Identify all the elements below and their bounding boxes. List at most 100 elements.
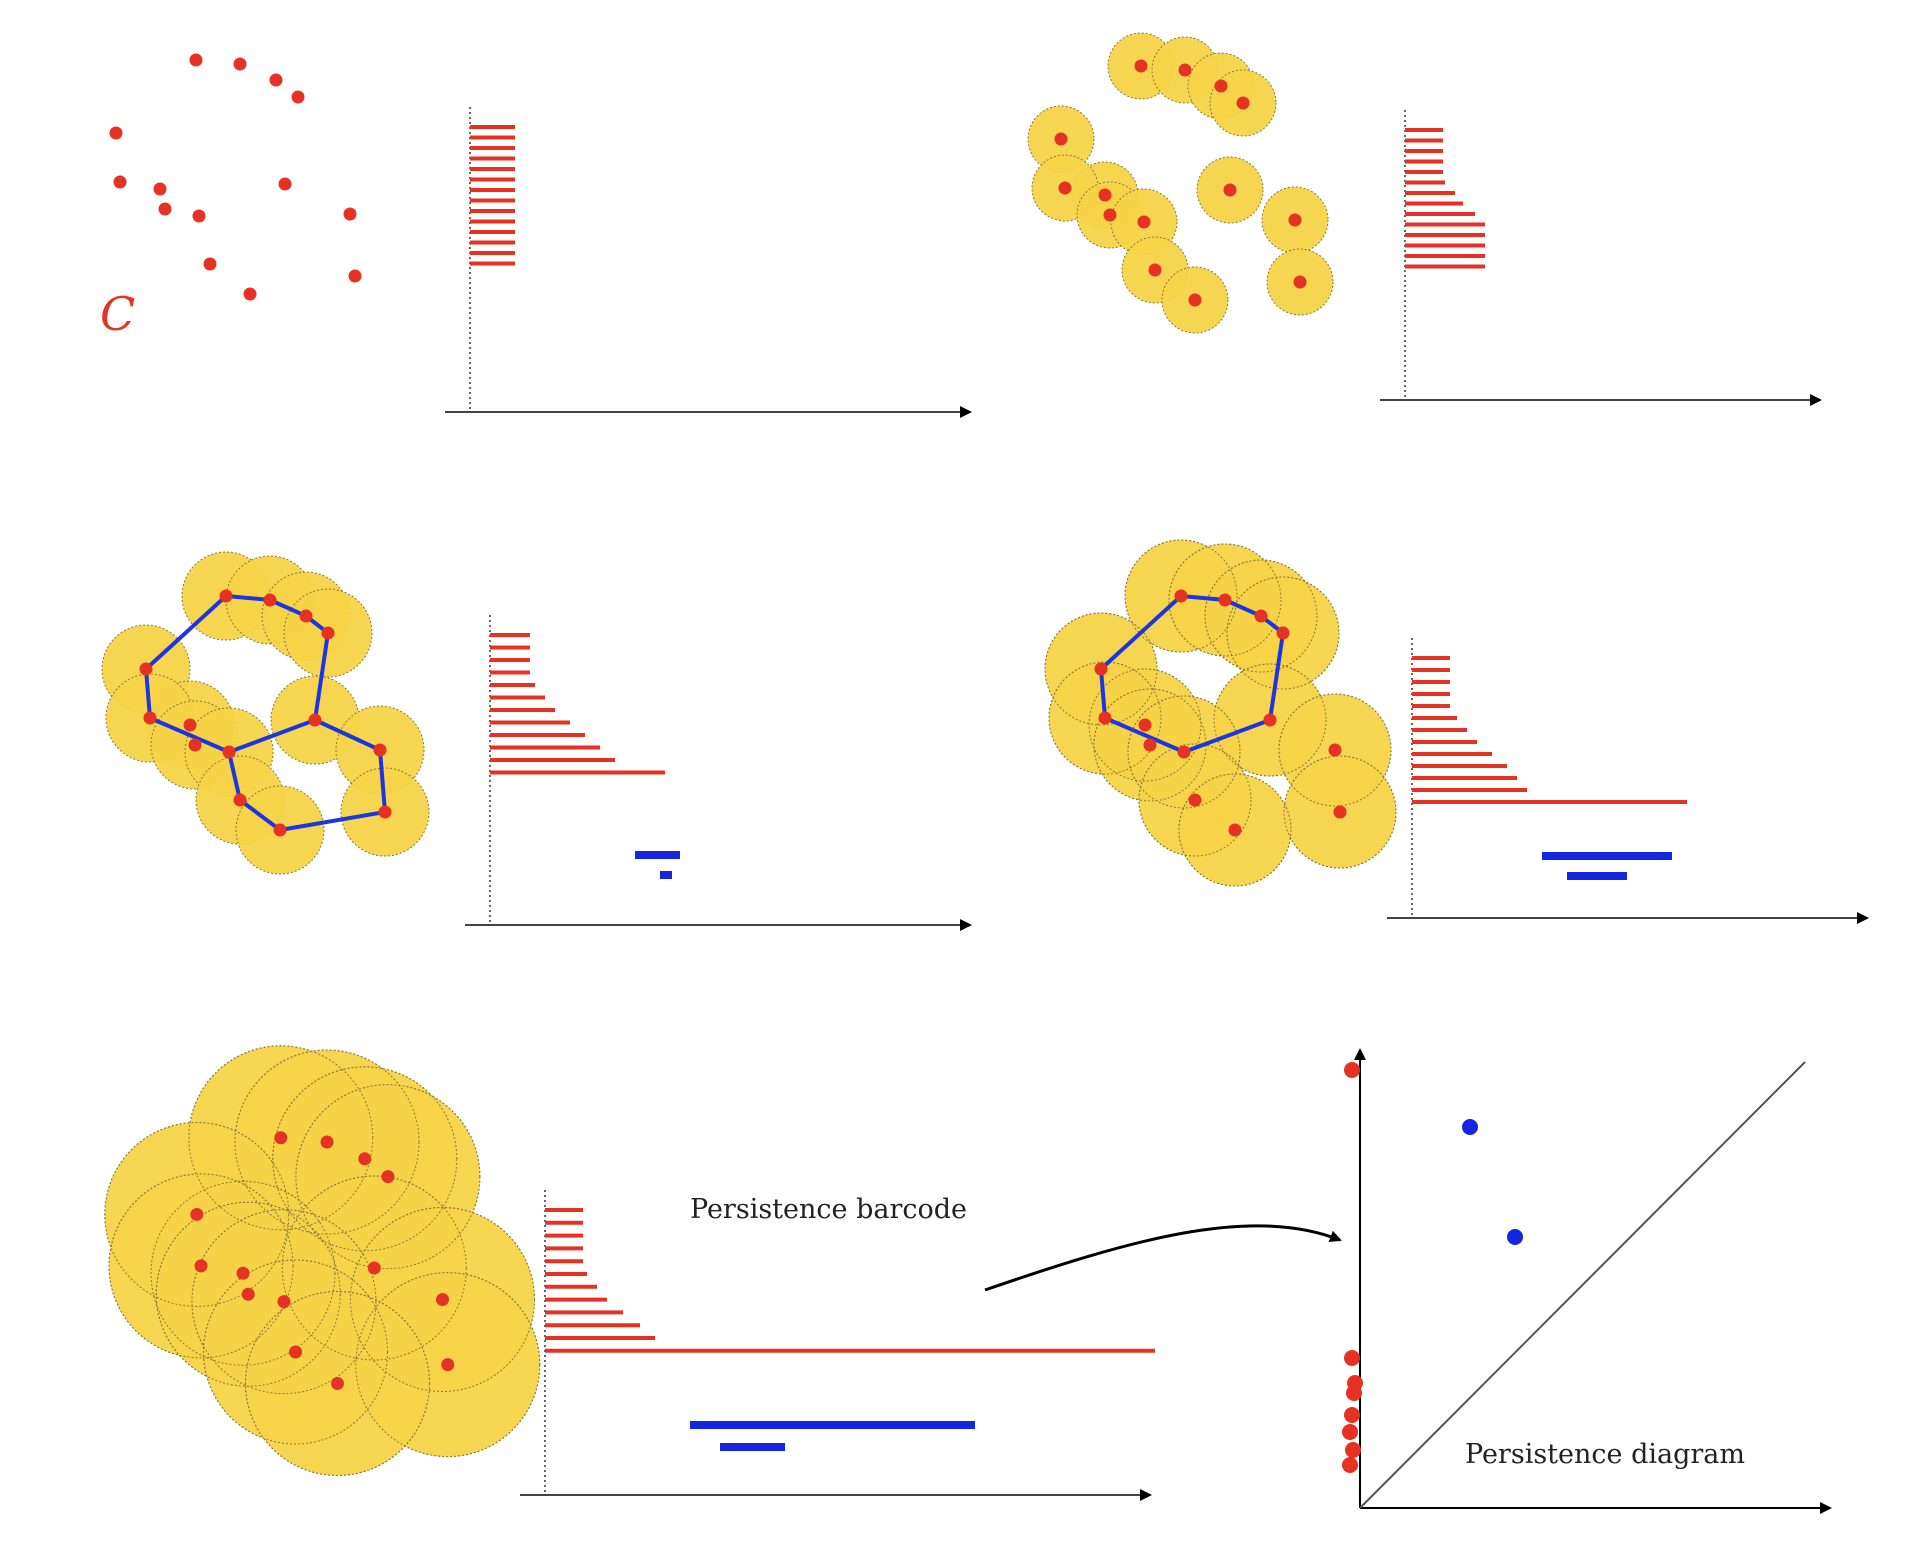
data-point	[1276, 626, 1290, 640]
offset-disc-outline	[1283, 755, 1397, 869]
h0-diagram-point	[1344, 1350, 1360, 1366]
offset-disc-outline	[1278, 693, 1392, 807]
data-point	[1333, 805, 1347, 819]
diagram-label: Persistence diagram	[1465, 1439, 1745, 1470]
data-point	[273, 823, 287, 837]
data-point	[233, 57, 247, 71]
diagram-points	[1342, 1062, 1523, 1473]
offset-disc-outline	[1138, 743, 1252, 857]
persistence-diagram: Persistence diagram	[1342, 1048, 1832, 1514]
data-point	[243, 287, 257, 301]
data-point	[188, 738, 202, 752]
h0-diagram-point	[1345, 1442, 1361, 1458]
complex-edge	[268, 598, 308, 618]
panel-4-offsets-one-loop	[1044, 539, 1397, 887]
data-point	[277, 1295, 291, 1309]
offset-disc-outline	[1127, 695, 1241, 809]
data-point	[321, 626, 335, 640]
complex-edge	[227, 750, 242, 802]
data-point	[441, 1358, 455, 1372]
data-point	[153, 182, 167, 196]
data-point	[1138, 718, 1152, 732]
data-point	[1263, 713, 1277, 727]
data-point	[1328, 743, 1342, 757]
h0-diagram-point	[1342, 1457, 1358, 1473]
offset-disc-outline	[245, 1291, 430, 1476]
offset-disc-outline	[1178, 773, 1292, 887]
data-point	[1228, 823, 1242, 837]
offset-disc-outline	[234, 1049, 420, 1235]
data-point	[1174, 589, 1188, 603]
data-point	[1137, 215, 1151, 229]
data-point	[1054, 132, 1068, 146]
data-point	[1098, 711, 1112, 725]
barcode-to-diagram-arrow	[984, 1224, 1342, 1292]
complex-edge	[238, 798, 282, 832]
data-point	[289, 1345, 302, 1359]
data-point	[269, 73, 283, 87]
data-point	[189, 53, 203, 67]
data-point	[343, 207, 357, 221]
complex-edge	[224, 594, 272, 602]
offset-disc-outline	[295, 1084, 481, 1270]
offset-disc-outline	[104, 1121, 290, 1307]
complex-edge	[144, 667, 152, 720]
data-point	[1288, 213, 1302, 227]
data-point	[291, 90, 305, 104]
panel-1-point-cloud: C	[100, 53, 362, 341]
data-point	[158, 202, 172, 216]
data-point	[378, 805, 392, 819]
data-point	[263, 593, 277, 607]
h1-diagram-point	[1507, 1229, 1523, 1245]
data-point	[1143, 738, 1157, 752]
data-point	[367, 1261, 381, 1275]
offset-disc-outline	[150, 1180, 336, 1366]
data-point	[1188, 293, 1202, 307]
point-cloud	[109, 53, 362, 301]
data-point	[194, 1259, 208, 1273]
barcode-label: Persistence barcode	[690, 1194, 967, 1225]
offset-disc-outline	[191, 1209, 377, 1395]
data-point	[233, 793, 247, 807]
data-point	[109, 126, 123, 140]
offset-disc-outline	[355, 1272, 541, 1458]
complex-edge	[313, 631, 330, 722]
data-point	[320, 1135, 334, 1149]
data-point	[274, 1131, 288, 1145]
data-point	[1058, 181, 1072, 195]
data-point	[1148, 263, 1162, 277]
h0-diagram-point	[1344, 1407, 1360, 1423]
complex-edge	[148, 716, 231, 754]
offset-disc-outline	[108, 1173, 294, 1359]
complex-edge	[1179, 594, 1227, 602]
offset-disc-outline	[1048, 661, 1162, 775]
offset-disc-outline	[1213, 663, 1327, 777]
data-point	[348, 269, 362, 283]
complex-edge	[278, 810, 387, 832]
offset-disc-outline	[1204, 559, 1318, 673]
complex-edge	[1182, 718, 1272, 754]
offset-disc-outline	[281, 1175, 467, 1361]
data-point	[1094, 662, 1108, 676]
panel-3-offsets-loops	[101, 551, 430, 875]
h0-diagram-point	[1346, 1385, 1362, 1401]
data-point	[183, 718, 197, 732]
data-point	[139, 662, 153, 676]
complex-edge	[1103, 716, 1186, 754]
data-point	[241, 1287, 255, 1301]
data-point	[331, 1377, 344, 1390]
data-point	[358, 1152, 372, 1166]
complex-edge	[1099, 594, 1183, 671]
offset-disc-outline	[350, 1207, 535, 1392]
data-point	[236, 1266, 250, 1280]
data-point	[299, 609, 313, 623]
data-point	[143, 711, 157, 725]
data-point	[1236, 96, 1250, 110]
data-point	[1177, 745, 1191, 759]
diagram-diagonal	[1359, 1061, 1806, 1509]
data-point	[192, 209, 206, 223]
complex-edge	[227, 718, 317, 754]
data-point	[1254, 609, 1268, 623]
panel-1-barcode	[445, 107, 972, 418]
